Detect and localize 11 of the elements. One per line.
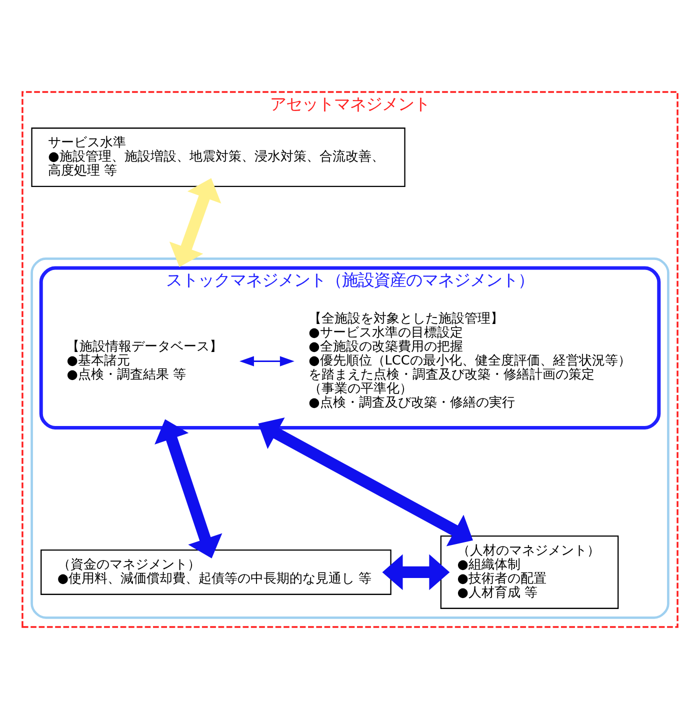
arrow [258,416,473,546]
node-box: （人材のマネジメント） ●組織体制 ●技術者の配置 ●人材育成 等 [440,535,619,608]
arrow [154,418,222,558]
node-text: 【全施設を対象とした施設管理】 ●サービス水準の目標設定 ●全施設の改築費用の把握 ●優先順位（LCCの最小化、健全度評価、経営状況等）を踏まえた点検・調査及び改築・修繕計画の策定 （事業の平準化） ●点検・調査及び改築・修繕の実行 [308,311,631,410]
node-box: サービス水準 ●施設管理、施設増設、地震対策、浸水対策、合流改善、高度処理 等 [31,127,406,186]
arrow [240,356,294,366]
node-text: 【施設情報データベース】 ●基本諸元 ●点検・調査結果 等 [66,339,223,382]
cluster [30,257,670,618]
arrow [382,554,450,590]
arrow [169,178,222,266]
node-box: （資金のマネジメント） ●使用料、減価償却費、起債等の中長期的な見通し 等 [40,549,392,594]
